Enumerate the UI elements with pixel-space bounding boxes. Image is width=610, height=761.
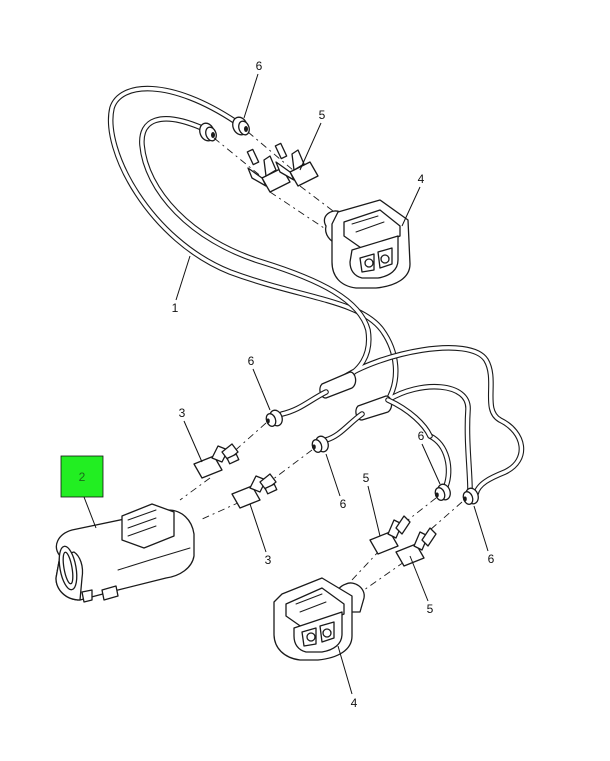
terminal-mid-a — [193, 443, 240, 479]
callout-3-upper: 3 — [179, 406, 186, 420]
seal-top-right — [232, 116, 250, 136]
callout-4-lower: 4 — [351, 696, 358, 710]
assembly-lines — [179, 131, 463, 591]
seal-lower-right-a — [434, 483, 451, 501]
callout-2-highlight[interactable] — [60, 455, 104, 498]
terminal-top-b — [274, 142, 319, 187]
connector-lower — [273, 577, 365, 661]
wire-harness — [107, 85, 525, 497]
terminal-lower-a — [369, 515, 411, 555]
seal-top-left — [199, 122, 217, 142]
callout-6-lower-a: 6 — [418, 429, 425, 443]
connector-main — [55, 503, 195, 603]
seal-mid-center — [311, 435, 329, 453]
callouts: 6 5 4 1 6 3 6 3 6 5 6 5 4 — [172, 59, 495, 710]
connector-top-right — [323, 199, 411, 289]
callout-4-top: 4 — [418, 172, 425, 186]
callout-6-top: 6 — [256, 59, 263, 73]
callout-6-lower-b: 6 — [488, 552, 495, 566]
seal-mid-left — [265, 409, 283, 427]
callout-2-leader — [83, 496, 97, 529]
callout-5-top: 5 — [319, 108, 326, 122]
terminal-mid-b — [231, 473, 278, 509]
terminal-lower-b — [395, 527, 437, 567]
callout-3-lower: 3 — [265, 553, 272, 567]
callout-1: 1 — [172, 301, 179, 315]
callout-5-lower-right: 5 — [427, 602, 434, 616]
callout-6-mid-left: 6 — [248, 354, 255, 368]
callout-2-label: 2 — [79, 470, 86, 484]
seal-lower-right-b — [462, 487, 479, 505]
callout-5-lower-left: 5 — [363, 471, 370, 485]
callout-6-center: 6 — [340, 497, 347, 511]
